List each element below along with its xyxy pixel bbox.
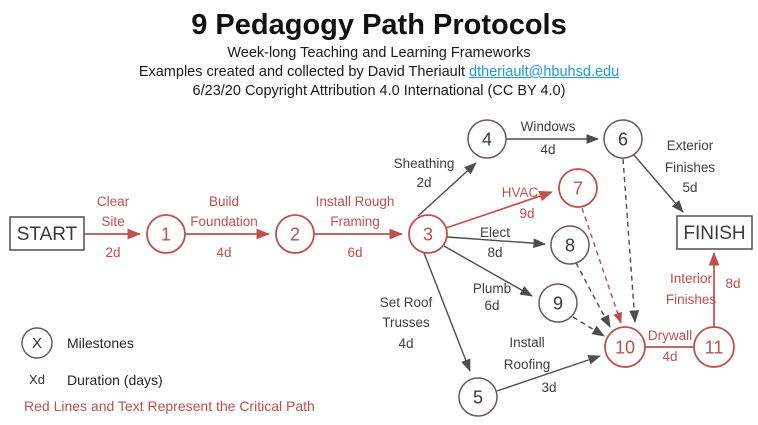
activity-label-interior-finishes: Interior Finishes 8d — [666, 271, 741, 307]
sheathing-duration: 2d — [416, 175, 431, 190]
activity-label-windows: Windows 4d — [521, 119, 576, 157]
roofing-duration: 3d — [541, 380, 556, 395]
interior-line2: Finishes — [666, 292, 717, 307]
clear-site-line2: Site — [101, 214, 124, 229]
subtitle-author: Examples created and collected by David … — [0, 63, 758, 82]
legend: X Milestones Xd Duration (days) Red Line… — [21, 327, 315, 414]
start-label: START — [17, 224, 78, 245]
legend-duration-label: Duration (days) — [67, 372, 163, 388]
milestone-node-4[interactable]: 4 — [467, 119, 507, 159]
milestone-node-2[interactable]: 2 — [275, 214, 315, 254]
edge-3-8 — [446, 236, 546, 249]
finish-node[interactable]: FINISH — [676, 215, 753, 250]
hvac-line1: HVAC — [502, 185, 539, 200]
edge-6-10-dashed — [622, 158, 640, 323]
milestone-node-5[interactable]: 5 — [458, 377, 498, 417]
roofing-line2: Roofing — [504, 357, 551, 372]
page-title: 9 Pedagogy Path Protocols — [191, 9, 567, 41]
activity-label-install-rough-framing: Install Rough Framing 6d — [316, 194, 395, 260]
clear-site-duration: 2d — [105, 245, 120, 260]
node-label-5: 5 — [473, 388, 483, 408]
milestone-node-9[interactable]: 9 — [538, 283, 578, 323]
edge-3-4 — [417, 162, 477, 217]
node-label-9: 9 — [553, 294, 563, 314]
milestone-node-3[interactable]: 3 — [408, 214, 448, 254]
milestone-node-10[interactable]: 10 — [604, 326, 646, 368]
node-label-11: 11 — [705, 338, 724, 358]
start-node[interactable]: START — [9, 216, 85, 251]
finish-label: FINISH — [683, 223, 745, 244]
edge-3-9 — [443, 245, 533, 297]
legend-duration-symbol: Xd — [29, 372, 45, 387]
milestone-node-1[interactable]: 1 — [146, 214, 186, 254]
trusses-line1: Set Roof — [380, 295, 433, 310]
edge-3-7 — [445, 190, 553, 229]
activity-label-clear-site: Clear Site 2d — [97, 194, 130, 260]
trusses-line2: Trusses — [382, 315, 430, 330]
legend-milestone-symbol: X — [21, 327, 53, 359]
activity-label-build-foundation: Build Foundation 4d — [190, 194, 258, 260]
milestone-node-8[interactable]: 8 — [550, 225, 590, 265]
legend-milestone-label: Milestones — [67, 335, 134, 351]
roofing-line1: Install — [509, 335, 544, 350]
node-label-7: 7 — [573, 179, 583, 199]
edge-8-10-dashed — [575, 262, 611, 328]
edge-9-10-dashed — [572, 316, 605, 337]
activity-label-set-roof-trusses: Set Roof Trusses 4d — [380, 295, 433, 351]
author-email-link[interactable]: dtheriault@hbuhsd.edu — [469, 64, 620, 80]
build-foundation-duration: 4d — [216, 245, 231, 260]
clear-site-line1: Clear — [97, 194, 130, 209]
hvac-duration: 9d — [519, 206, 534, 221]
activity-label-exterior-finishes: Exterior Finishes 5d — [665, 138, 716, 195]
elect-line1: Elect — [480, 225, 510, 240]
edge-3-5 — [423, 252, 471, 372]
legend-critical-note: Red Lines and Text Represent the Critica… — [24, 398, 315, 414]
activity-label-drywall: Drywall 4d — [648, 328, 692, 364]
elect-duration: 8d — [487, 245, 502, 260]
framing-line1: Install Rough — [316, 194, 395, 209]
node-label-1: 1 — [161, 225, 171, 245]
drywall-duration: 4d — [662, 349, 677, 364]
slide-header: 9 Pedagogy Path Protocols Week-long Teac… — [0, 0, 758, 101]
node-label-10: 10 — [615, 338, 635, 358]
author-prefix: Examples created and collected by David … — [138, 64, 469, 80]
windows-line1: Windows — [521, 119, 576, 134]
interior-line1: Interior — [670, 271, 713, 286]
node-label-2: 2 — [290, 225, 300, 245]
milestone-node-6[interactable]: 6 — [603, 119, 643, 159]
sheathing-line1: Sheathing — [394, 156, 455, 171]
edge-6-finish — [633, 154, 684, 213]
subtitle-license: 6/23/20 Copyright Attribution 4.0 Intern… — [192, 83, 566, 99]
node-label-6: 6 — [618, 130, 628, 150]
activity-label-elect: Elect 8d — [480, 225, 510, 260]
activity-label-hvac: HVAC 9d — [502, 185, 539, 221]
framing-duration: 6d — [347, 245, 362, 260]
edge-7-10-dashed — [581, 207, 622, 324]
activity-label-install-roofing: Install Roofing 3d — [504, 335, 557, 395]
trusses-duration: 4d — [398, 336, 413, 351]
exterior-line1: Exterior — [667, 138, 714, 153]
milestone-node-7[interactable]: 7 — [558, 168, 598, 208]
plumb-line1: Plumb — [473, 281, 511, 296]
node-label-8: 8 — [565, 236, 575, 256]
build-foundation-line1: Build — [209, 194, 239, 209]
drywall-line1: Drywall — [648, 328, 692, 343]
milestone-node-11[interactable]: 11 — [693, 326, 735, 368]
windows-duration: 4d — [540, 142, 555, 157]
subtitle-frameworks: Week-long Teaching and Learning Framewor… — [227, 45, 531, 61]
interior-duration: 8d — [725, 276, 740, 291]
activity-label-plumb: Plumb 6d — [473, 281, 511, 313]
node-label-3: 3 — [423, 225, 433, 245]
exterior-line2: Finishes — [665, 160, 716, 175]
node-label-4: 4 — [482, 130, 492, 150]
build-foundation-line2: Foundation — [190, 214, 258, 229]
legend-milestone-glyph: X — [32, 335, 42, 352]
plumb-duration: 6d — [484, 298, 499, 313]
exterior-duration: 5d — [682, 180, 697, 195]
framing-line2: Framing — [330, 214, 380, 229]
edge-5-10 — [496, 355, 601, 392]
activity-label-sheathing: Sheathing 2d — [394, 156, 455, 190]
